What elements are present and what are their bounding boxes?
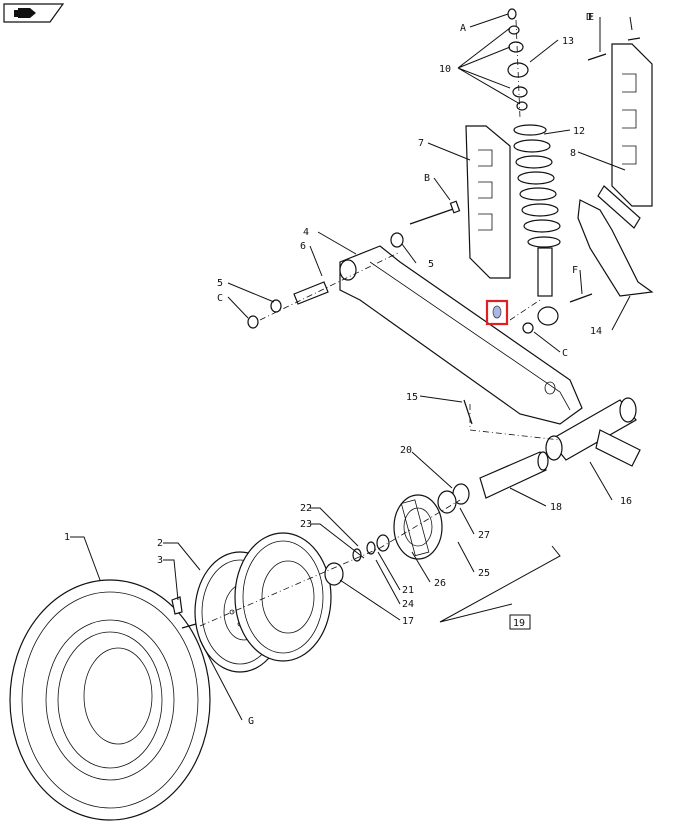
callout-b: B — [424, 173, 430, 184]
callout-20: 20 — [400, 445, 412, 456]
callout-8: 8 — [570, 148, 576, 159]
callout-7: 7 — [418, 138, 424, 149]
callout-18: 18 — [550, 502, 562, 513]
bolt-d — [587, 53, 607, 61]
callout-10: 10 — [439, 64, 451, 75]
callout-c-left: C — [217, 293, 223, 304]
pivot-bolt — [409, 207, 457, 225]
bracket-plate-right — [611, 43, 653, 207]
cotter-pin — [463, 399, 473, 425]
callout-19-box[interactable]: 19 — [509, 614, 531, 630]
bolt-f — [569, 293, 593, 303]
callout-12: 12 — [573, 126, 585, 137]
callout-15: 15 — [406, 392, 418, 403]
bearing-outer — [376, 534, 390, 552]
callout-1: 1 — [64, 532, 70, 543]
callout-e: E — [588, 12, 594, 23]
top-mount — [507, 8, 529, 111]
callout-5-top: 5 — [428, 259, 434, 270]
bearing-inner — [437, 490, 457, 514]
spacer-top — [390, 232, 404, 248]
callout-g: G — [248, 716, 254, 727]
washer — [366, 541, 376, 555]
pivot-bushing — [293, 281, 329, 305]
hub — [393, 494, 443, 560]
callout-21: 21 — [402, 585, 414, 596]
callout-23: 23 — [300, 519, 312, 530]
callout-13: 13 — [562, 36, 574, 47]
coil-spring — [513, 124, 561, 248]
tire — [9, 579, 211, 821]
spindle — [479, 451, 549, 499]
callout-24: 24 — [402, 599, 414, 610]
callout-f: F — [572, 265, 578, 276]
callout-c-right: C — [562, 348, 568, 359]
callout-6: 6 — [300, 241, 306, 252]
callout-4: 4 — [303, 227, 309, 238]
lock-nut — [247, 315, 259, 329]
book-arrow-icon — [14, 8, 36, 18]
callout-2: 2 — [157, 538, 163, 549]
callout-22: 22 — [300, 503, 312, 514]
callout-27: 27 — [478, 530, 490, 541]
swing-arm — [339, 245, 583, 425]
callout-d: D — [586, 12, 592, 23]
callout-17: 17 — [402, 616, 414, 627]
selected-part-marker[interactable] — [485, 299, 509, 326]
nut-c-right — [522, 322, 534, 334]
rim-outer — [234, 532, 332, 662]
callout-a: A — [460, 23, 466, 34]
hub-cap — [324, 562, 344, 586]
callout-3: 3 — [157, 555, 163, 566]
callout-5: 5 — [217, 278, 223, 289]
callout-16: 16 — [620, 496, 632, 507]
callout-26: 26 — [434, 578, 446, 589]
callout-19: 19 — [513, 618, 525, 629]
nav-book-button[interactable] — [3, 3, 65, 23]
axle-tube — [545, 397, 641, 467]
bracket-plate-left — [465, 125, 511, 279]
callout-14: 14 — [590, 326, 602, 337]
wheel-bolt — [181, 623, 197, 629]
castle-nut — [352, 548, 362, 562]
shock-absorber — [537, 247, 559, 326]
callout-25: 25 — [478, 568, 490, 579]
spring-bracket — [577, 185, 654, 297]
leader-lines — [70, 13, 633, 721]
bolt-e — [627, 37, 641, 41]
